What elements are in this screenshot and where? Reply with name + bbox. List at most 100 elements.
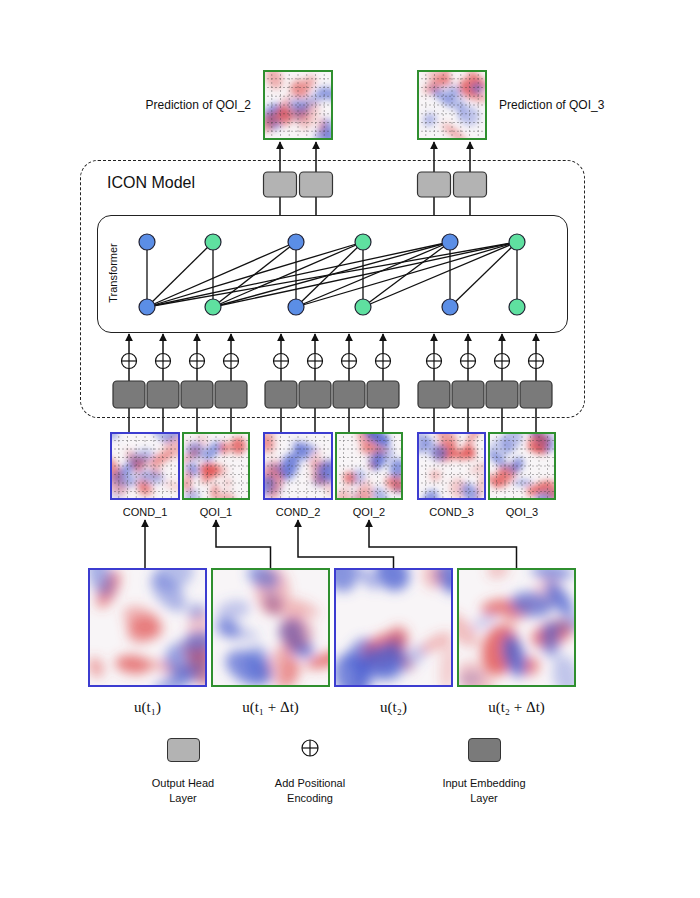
image-border <box>111 433 179 499</box>
grid-line <box>530 432 531 500</box>
data-arrow <box>144 520 146 568</box>
field-blob <box>524 432 552 456</box>
token-node <box>139 299 155 315</box>
field-blob <box>340 469 358 487</box>
grid-line <box>263 122 333 123</box>
input-embedding <box>520 381 552 408</box>
field-blob <box>366 630 409 681</box>
grid-line <box>478 70 479 140</box>
attention-line <box>212 242 213 307</box>
token-node <box>288 299 304 315</box>
data-arrow <box>369 520 517 568</box>
field-blob <box>243 568 283 594</box>
data-arrow <box>216 520 271 568</box>
field-blob <box>117 599 169 645</box>
field-snapshot: u(t₁) <box>88 568 207 716</box>
field-blob <box>334 568 364 598</box>
grid-line <box>417 105 487 106</box>
field-blob <box>201 438 225 462</box>
legend-item: Input Embedding Layer <box>424 738 544 806</box>
grid-line <box>241 432 242 500</box>
grid-line <box>460 70 461 140</box>
token-node <box>288 234 304 250</box>
field-blob <box>276 610 317 655</box>
field-image <box>88 568 207 687</box>
plus-bar <box>128 354 129 369</box>
field-blob <box>219 643 278 687</box>
field-blob <box>369 484 392 500</box>
head-link <box>279 197 281 215</box>
field-blobs <box>213 568 330 687</box>
field-image <box>263 70 333 140</box>
plus-bar <box>314 354 315 369</box>
patch-image: QOI_1 <box>182 432 250 518</box>
plus-bar <box>467 354 468 369</box>
input-embedding <box>418 381 450 408</box>
embed-link <box>162 369 164 382</box>
patch-link <box>196 408 198 432</box>
embed-link <box>535 369 537 382</box>
grid-line <box>335 483 403 484</box>
attention-line <box>146 242 147 307</box>
plus-bar <box>162 354 163 369</box>
grid-line <box>263 466 333 467</box>
grid-line <box>417 483 486 484</box>
image-border <box>336 433 402 499</box>
grid-line <box>468 432 469 500</box>
field-blobs <box>417 432 486 500</box>
field-blob <box>484 568 512 582</box>
pe-arrow <box>535 334 537 353</box>
node-label: u(t₁) <box>88 699 207 716</box>
grid-line <box>335 474 403 475</box>
token-node <box>442 299 458 315</box>
field-blob <box>526 443 548 457</box>
field-blob <box>420 568 445 591</box>
token-node <box>205 234 221 250</box>
embed-link <box>230 369 232 382</box>
field-blob <box>335 486 353 500</box>
plus-bar <box>348 354 349 369</box>
grid-line <box>417 491 486 492</box>
legend-swatch <box>468 738 501 762</box>
input-embedding <box>113 381 145 408</box>
attention-line <box>296 242 450 307</box>
patch-link <box>128 408 130 432</box>
field-blob <box>368 568 416 598</box>
grid-line <box>298 432 299 500</box>
token-node <box>442 234 458 250</box>
plus-bar <box>501 354 502 369</box>
image-border <box>418 71 486 139</box>
field-blobs <box>263 432 333 500</box>
patch-image: QOI_3 <box>488 432 556 518</box>
grid-line <box>335 466 403 467</box>
grid-line <box>539 432 540 500</box>
grid-line <box>110 466 180 467</box>
pe-arrow <box>433 334 435 353</box>
positional-encoding <box>224 354 239 369</box>
embed-link <box>501 369 503 382</box>
field-image <box>334 568 453 687</box>
field-blob <box>311 459 332 480</box>
grid-line <box>547 432 548 500</box>
node-label: COND_2 <box>263 506 333 518</box>
positional-encoding <box>461 354 476 369</box>
node-label: COND_1 <box>110 506 180 518</box>
field-blob <box>224 478 231 487</box>
field-blob <box>542 612 576 636</box>
attention-line <box>449 242 450 307</box>
field-blob <box>361 432 393 450</box>
field-blob <box>312 127 333 140</box>
grid-line <box>451 432 452 500</box>
grid-line <box>263 113 333 114</box>
grid-line <box>417 122 487 123</box>
patch-grid <box>488 432 556 500</box>
head-link <box>315 197 317 215</box>
patch-link <box>230 408 232 432</box>
pe-arrow <box>348 334 350 353</box>
plus-bar <box>196 354 197 369</box>
output-head <box>264 172 297 197</box>
node-label: QOI_3 <box>488 506 556 518</box>
field-blob <box>259 602 301 619</box>
field-blob <box>509 589 555 620</box>
field-blob <box>180 631 207 662</box>
